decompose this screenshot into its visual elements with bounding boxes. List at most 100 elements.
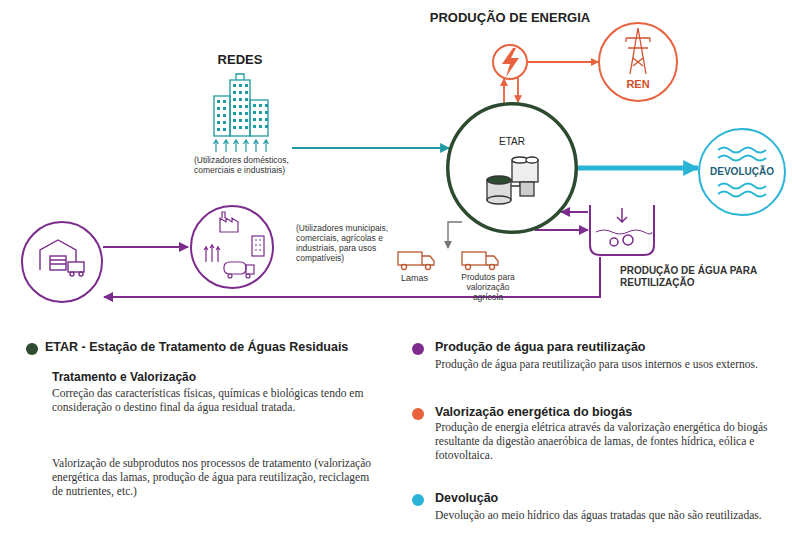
ren-circle: REN [598,22,678,102]
node-note: (Utilizadores domésticos, comerciais e i… [188,155,292,175]
window [239,112,242,115]
window [223,114,226,117]
window [223,107,226,110]
circle-outline [446,102,578,234]
window [233,112,236,115]
up-arrow [234,140,239,152]
flow-arrow [517,78,519,102]
window [239,126,242,129]
window [239,84,242,87]
lightning-icon [502,48,519,77]
sub-heading: Tratamento e Valorização [52,370,196,384]
window [245,126,248,129]
window [217,114,220,117]
pylon-icon [626,28,650,74]
up-arrow [254,140,259,152]
networks-group: REDES (Utilizadores domésticos, comerciai… [188,52,292,175]
flow-arrow [578,166,698,171]
etar-circle: ETAR [446,102,578,234]
window [253,125,256,128]
window [265,125,268,128]
window [217,107,220,110]
description-text: Valorização de subprodutos nos processos… [52,456,382,498]
return-circle: DEVOLUÇÃO [698,128,786,216]
window [259,104,262,107]
window [265,111,268,114]
outline [191,206,273,288]
window [239,119,242,122]
window [223,100,226,103]
window [245,98,248,101]
flow-arrow [503,79,505,103]
warehouse-icon [40,240,84,276]
up-arrow [214,140,219,152]
reuse-flow-line [104,257,600,297]
legend-heading: Valorização energética do biogás [435,405,632,419]
up-arrow [244,140,249,152]
legend-swatch [412,343,424,355]
flow-arrow [292,147,449,149]
window [245,84,248,87]
window [239,105,242,108]
description-text: Produção de água para reutilização para … [435,357,775,371]
outline [590,205,654,255]
window [223,121,226,124]
node-label: PRODUÇÃO DE ÁGUA PARA REUTILIZAÇÃO [620,265,760,289]
window [245,91,248,94]
window [233,126,236,129]
energy-circle: PRODUÇÃO DE ENERGIA [492,44,528,80]
distribution-line [103,246,188,248]
reuse-tank: PRODUÇÃO DE ÁGUA PARA REUTILIZAÇÃO [588,203,656,257]
users-circle: (Utilizadores municipais, comerciais, ag… [190,205,274,289]
tank-icon [596,208,652,246]
circle-outline [598,22,678,102]
window [245,119,248,122]
distribution-circle [22,222,102,302]
up-arrows [214,140,269,152]
window [223,128,226,131]
window [233,91,236,94]
outline [493,45,527,79]
building-icon [214,74,268,136]
node-label: ETAR [446,136,578,147]
window [253,104,256,107]
window [217,100,220,103]
plant-icon [487,157,538,204]
window [217,121,220,124]
truck-label: Lamas [401,273,428,283]
legend-heading: Produção de água para reutilização [435,340,645,354]
window [233,98,236,101]
legend-heading: Devolução [435,491,498,505]
outline [599,23,677,101]
legend-heading: ETAR - Estação de Tratamento de Águas Re… [45,340,348,354]
legend-swatch [26,343,38,355]
node-label: PRODUÇÃO DE ENERGIA [420,10,600,25]
window [239,98,242,101]
window [253,118,256,121]
description-text: Produção de energia elétrica através da … [435,420,780,462]
node-label: REDES [188,52,292,67]
window [233,119,236,122]
window [239,91,242,94]
up-arrow [264,140,269,152]
window [233,84,236,87]
window [259,118,262,121]
window [265,104,268,107]
tank-outline [588,203,656,257]
window [245,105,248,108]
legend-swatch [412,408,424,420]
truck-icons [398,252,498,270]
circle-outline [492,44,528,80]
sludge-leader [448,222,462,248]
flow-arrow [535,229,588,231]
description-text: Correção das características físicas, qu… [52,386,382,414]
users-icons [204,212,264,278]
node-label: REN [598,78,678,90]
node-label: DEVOLUÇÃO [698,166,786,177]
circle-outline [190,205,274,289]
window [245,112,248,115]
legend-swatch [412,494,424,506]
window [265,118,268,121]
window [217,128,220,131]
building-windows [217,84,268,131]
